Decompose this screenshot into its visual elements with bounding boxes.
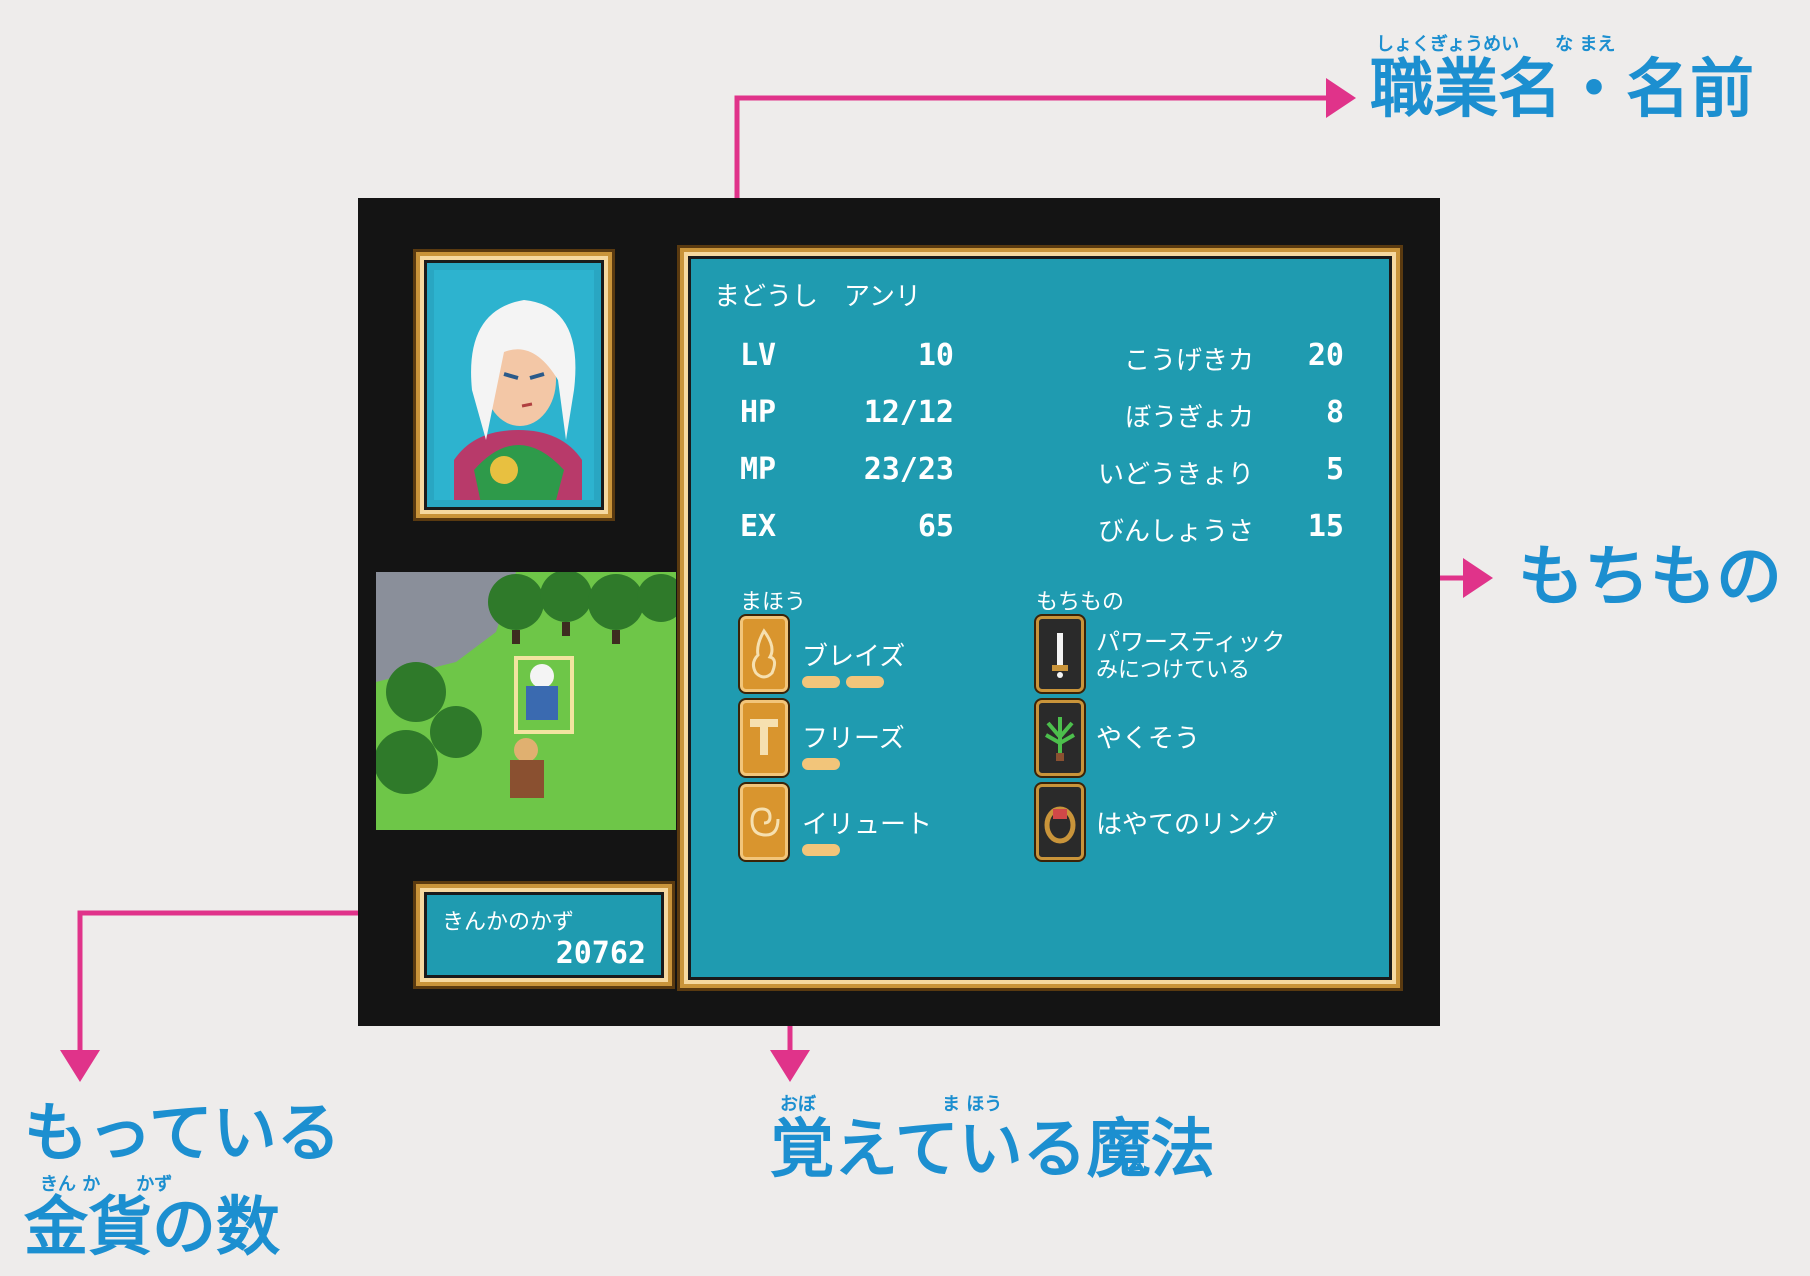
- arrow-right-icon: [1463, 558, 1493, 598]
- gold-callout-line2: 金貨の数: [24, 1191, 280, 1265]
- spell-slot-illute[interactable]: [740, 784, 788, 860]
- stat-value-lv: 10: [917, 338, 954, 373]
- item-slot-ring[interactable]: [1036, 784, 1084, 860]
- spell-level-bar: [802, 844, 840, 856]
- stat-label-lv: LV: [740, 338, 777, 373]
- arrow-down-icon: [770, 1050, 810, 1082]
- stat-label-mp: MP: [740, 452, 777, 487]
- job-name-ruby: しょくぎょうめい な まえ: [1376, 34, 1616, 55]
- game-screen: きんかのかず 20762 まどうし アンリ LV 10 HP 12/12 MP …: [358, 198, 1440, 1026]
- gold-callout-ruby: きん か かず: [40, 1174, 173, 1195]
- flame-icon: [751, 628, 777, 679]
- staff-icon: [1052, 633, 1068, 678]
- job-name-callout: 職業名・名前: [1370, 53, 1754, 127]
- item-slot-power-stick[interactable]: [1036, 616, 1084, 692]
- stat-value-ex: 65: [917, 509, 954, 544]
- arrow-down-icon: [60, 1050, 100, 1082]
- stat-label-hp: HP: [740, 395, 777, 430]
- spell-slot-freeze[interactable]: [740, 700, 788, 776]
- item-name-herb: やくそう: [1096, 724, 1201, 754]
- stat-value-attack: 20: [1307, 338, 1344, 373]
- spell-name-freeze: フリーズ: [802, 724, 905, 754]
- battle-map: [376, 572, 676, 830]
- item-slot-herb[interactable]: [1036, 700, 1084, 776]
- status-panel: まどうし アンリ LV 10 HP 12/12 MP 23/23 EX 65 こ…: [680, 248, 1400, 988]
- stat-value-mp: 23/23: [863, 452, 954, 487]
- ice-icon: [750, 719, 778, 755]
- magic-callout: 覚えている魔法: [770, 1113, 1215, 1187]
- stat-value-defense: 8: [1325, 395, 1344, 430]
- items-header: もちもの: [1036, 590, 1125, 615]
- character-portrait-frame: [416, 252, 612, 518]
- stat-value-move: 5: [1325, 452, 1344, 487]
- magic-ruby: おぼ ま ほう: [780, 1094, 1003, 1115]
- stat-label-ex: EX: [740, 509, 777, 544]
- items-callout: もちもの: [1518, 538, 1782, 615]
- item-name-power-stick: パワースティック: [1096, 628, 1286, 656]
- stat-label-move: いどうきょり: [1097, 460, 1254, 490]
- character-portrait: [434, 270, 594, 500]
- stat-value-hp: 12/12: [863, 395, 954, 430]
- stat-label-defense: ぼうぎょカ: [1125, 403, 1254, 433]
- gold-panel: きんかのかず 20762: [416, 884, 672, 986]
- spell-level-bar: [846, 676, 884, 688]
- spell-slot-blaze[interactable]: [740, 616, 788, 692]
- gold-value: 20762: [555, 936, 646, 971]
- ring-icon: [1044, 806, 1076, 844]
- arrow-right-icon: [1326, 78, 1356, 118]
- spiral-icon: [750, 807, 780, 837]
- gold-label: きんかのかず: [442, 910, 575, 935]
- spell-name-blaze: ブレイズ: [802, 642, 906, 672]
- spell-level-bar: [802, 758, 840, 770]
- item-equipped-note: みにつけている: [1096, 658, 1251, 683]
- job-name-text: まどうし アンリ: [714, 282, 921, 312]
- stat-label-attack: こうげきカ: [1123, 346, 1254, 376]
- gold-callout-line1: もっている: [24, 1097, 341, 1171]
- item-name-ring: はやてのリング: [1096, 810, 1279, 840]
- stat-value-agility: 15: [1307, 509, 1344, 544]
- spell-level-bar: [802, 676, 840, 688]
- magic-header: まほう: [740, 590, 807, 615]
- herb-icon: [1045, 717, 1075, 761]
- stat-label-agility: びんしょうさ: [1097, 517, 1254, 547]
- spell-name-illute: イリュート: [802, 810, 933, 840]
